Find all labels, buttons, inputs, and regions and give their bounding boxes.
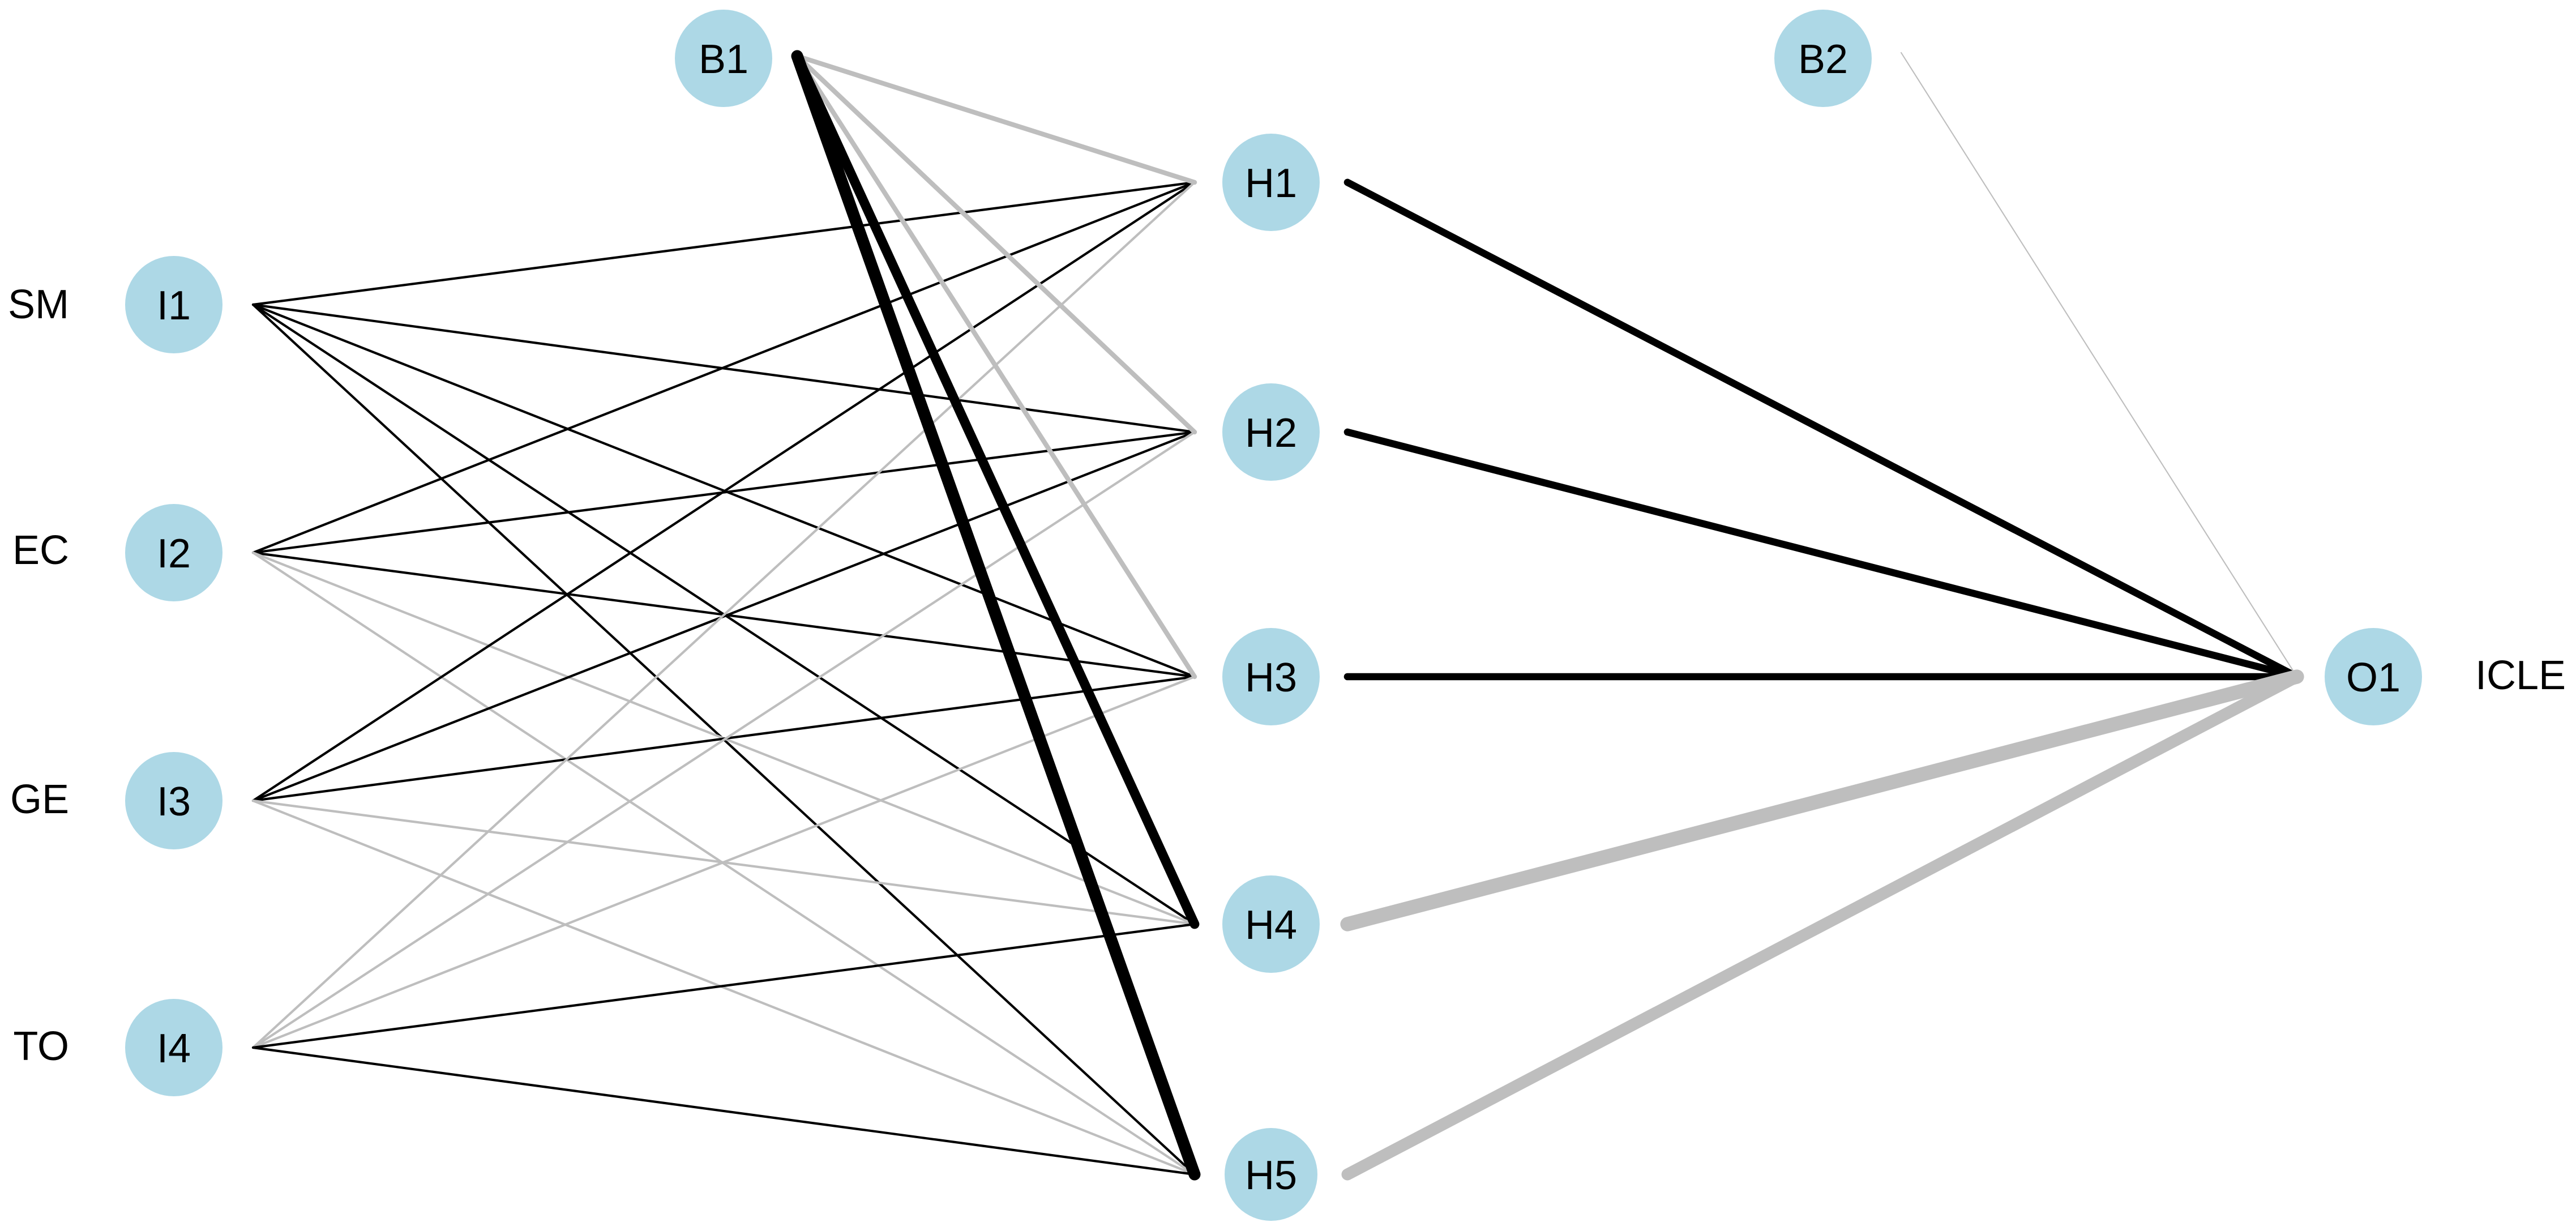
connection-layer — [251, 50, 2304, 1181]
node-labels: I1 I2 I3 I4 B1 H1 H2 H3 H4 H5 B2 O1 — [157, 37, 2400, 1198]
edge-B2-O1 — [1900, 52, 2298, 678]
edge-B1-H3 — [794, 53, 1197, 680]
edge-I4-H3 — [251, 675, 1196, 1049]
input-variable-label-GE: GE — [10, 777, 69, 822]
edge-I4-H4 — [251, 922, 1196, 1049]
input-variable-label-TO: TO — [13, 1024, 69, 1069]
edge-B1-H1 — [794, 53, 1197, 185]
node-layer — [125, 10, 2422, 1221]
edge-I4-H5 — [251, 1046, 1196, 1176]
edge-B1-H2 — [794, 53, 1197, 435]
edge-H4-O1 — [1340, 669, 2304, 932]
edge-I3-H1 — [251, 181, 1196, 802]
node-label-H4: H4 — [1245, 903, 1297, 948]
node-I1 — [125, 256, 222, 353]
edge-H2-O1 — [1343, 428, 2301, 681]
edge-H5-O1 — [1341, 670, 2303, 1181]
node-B2 — [1774, 10, 1872, 107]
edge-B1-H5 — [791, 50, 1201, 1181]
node-I2 — [125, 504, 222, 601]
node-label-I2: I2 — [157, 531, 191, 576]
input-variable-label-SM: SM — [8, 282, 69, 327]
input-variable-label-EC: EC — [12, 528, 69, 573]
edge-I1-H1 — [251, 181, 1196, 306]
node-H3 — [1222, 628, 1320, 725]
node-label-B2: B2 — [1798, 37, 1848, 82]
node-H1 — [1222, 134, 1320, 231]
edge-B1-H4 — [792, 51, 1200, 929]
node-I3 — [125, 752, 222, 849]
edge-I4-H1 — [251, 181, 1196, 1049]
node-label-H2: H2 — [1245, 411, 1297, 456]
output-variable-label-ICLE: ICLE — [2475, 653, 2566, 698]
edge-I3-H5 — [251, 799, 1196, 1176]
node-label-B1: B1 — [699, 37, 748, 82]
node-H5 — [1225, 1128, 1317, 1221]
edge-H1-O1 — [1343, 178, 2301, 681]
variable-labels: SM EC GE TO ICLE — [8, 282, 2566, 1069]
node-label-O1: O1 — [2346, 655, 2400, 700]
edge-I4-H2 — [251, 430, 1196, 1049]
node-H2 — [1222, 383, 1320, 481]
node-label-I4: I4 — [157, 1026, 191, 1071]
node-label-H3: H3 — [1245, 655, 1297, 700]
node-I4 — [125, 999, 222, 1096]
node-label-H1: H1 — [1245, 161, 1297, 206]
node-B1 — [675, 10, 772, 107]
node-label-I1: I1 — [157, 283, 191, 328]
node-H4 — [1222, 875, 1320, 973]
node-label-H5: H5 — [1245, 1153, 1297, 1198]
edge-I2-H1 — [251, 181, 1196, 554]
node-O1 — [2325, 628, 2422, 725]
node-label-I3: I3 — [157, 779, 191, 824]
